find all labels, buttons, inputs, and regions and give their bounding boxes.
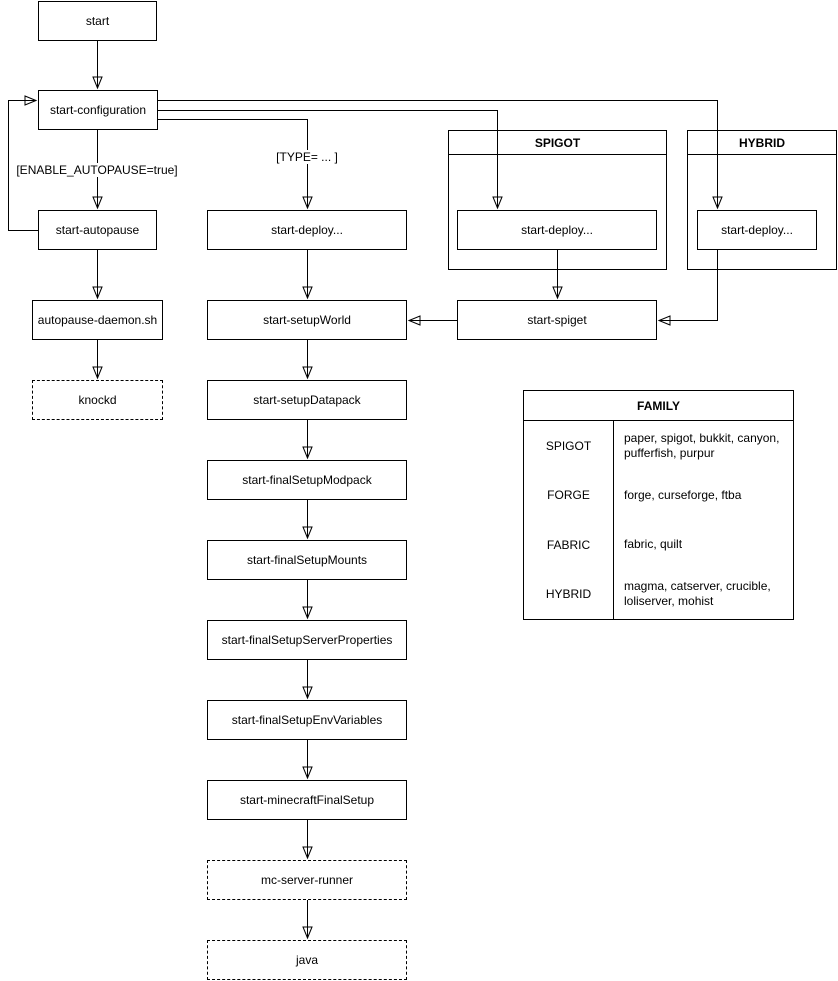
node-start-autopause: start-autopause [38,210,157,250]
edge-label-type: [TYPE= ... ] [274,150,340,164]
node-start-spiget: start-spiget [457,300,657,340]
node-start-finalsetupenvvariables: start-finalSetupEnvVariables [207,700,407,740]
node-start-deploy-spigot: start-deploy... [457,210,657,250]
node-start-minecraftfinalsetup: start-minecraftFinalSetup [207,780,407,820]
node-start-finalsetupserverproperties: start-finalSetupServerProperties [207,620,407,660]
family-table-title: FAMILY [524,391,793,421]
node-start: start [38,1,157,41]
family-types-cell: forge, curseforge, ftba [624,487,742,502]
family-name-cell: HYBRID [524,569,614,619]
family-table: FAMILY SPIGOT paper, spigot, bukkit, can… [523,390,794,620]
node-knockd: knockd [32,380,163,420]
family-name-cell: FABRIC [524,520,614,570]
node-start-finalsetupmounts: start-finalSetupMounts [207,540,407,580]
edge-label-enable-autopause: [ENABLE_AUTOPAUSE=true] [14,163,180,177]
hybrid-group-title: HYBRID [688,131,836,155]
node-start-deploy-main: start-deploy... [207,210,407,250]
node-mc-server-runner: mc-server-runner [207,860,407,900]
spigot-group-title: SPIGOT [449,131,666,155]
family-name-cell: SPIGOT [524,421,614,471]
node-start-deploy-hybrid: start-deploy... [697,210,817,250]
family-table-body: SPIGOT paper, spigot, bukkit, canyon, pu… [524,421,793,619]
table-row: FABRIC fabric, quilt [524,520,793,570]
node-java: java [207,940,407,980]
family-name-cell: FORGE [524,470,614,520]
table-row: HYBRID magma, catserver, crucible, lolis… [524,569,793,619]
node-autopause-daemon: autopause-daemon.sh [32,300,163,340]
family-types-cell: paper, spigot, bukkit, canyon, pufferfis… [624,430,780,460]
node-start-finalsetupmodpack: start-finalSetupModpack [207,460,407,500]
table-row: SPIGOT paper, spigot, bukkit, canyon, pu… [524,421,793,471]
family-types-cell: fabric, quilt [624,537,683,552]
node-start-setupworld: start-setupWorld [207,300,407,340]
family-types-cell: magma, catserver, crucible, loliserver, … [624,579,771,609]
node-start-configuration: start-configuration [38,90,158,130]
table-row: FORGE forge, curseforge, ftba [524,470,793,520]
node-start-setupdatapack: start-setupDatapack [207,380,407,420]
